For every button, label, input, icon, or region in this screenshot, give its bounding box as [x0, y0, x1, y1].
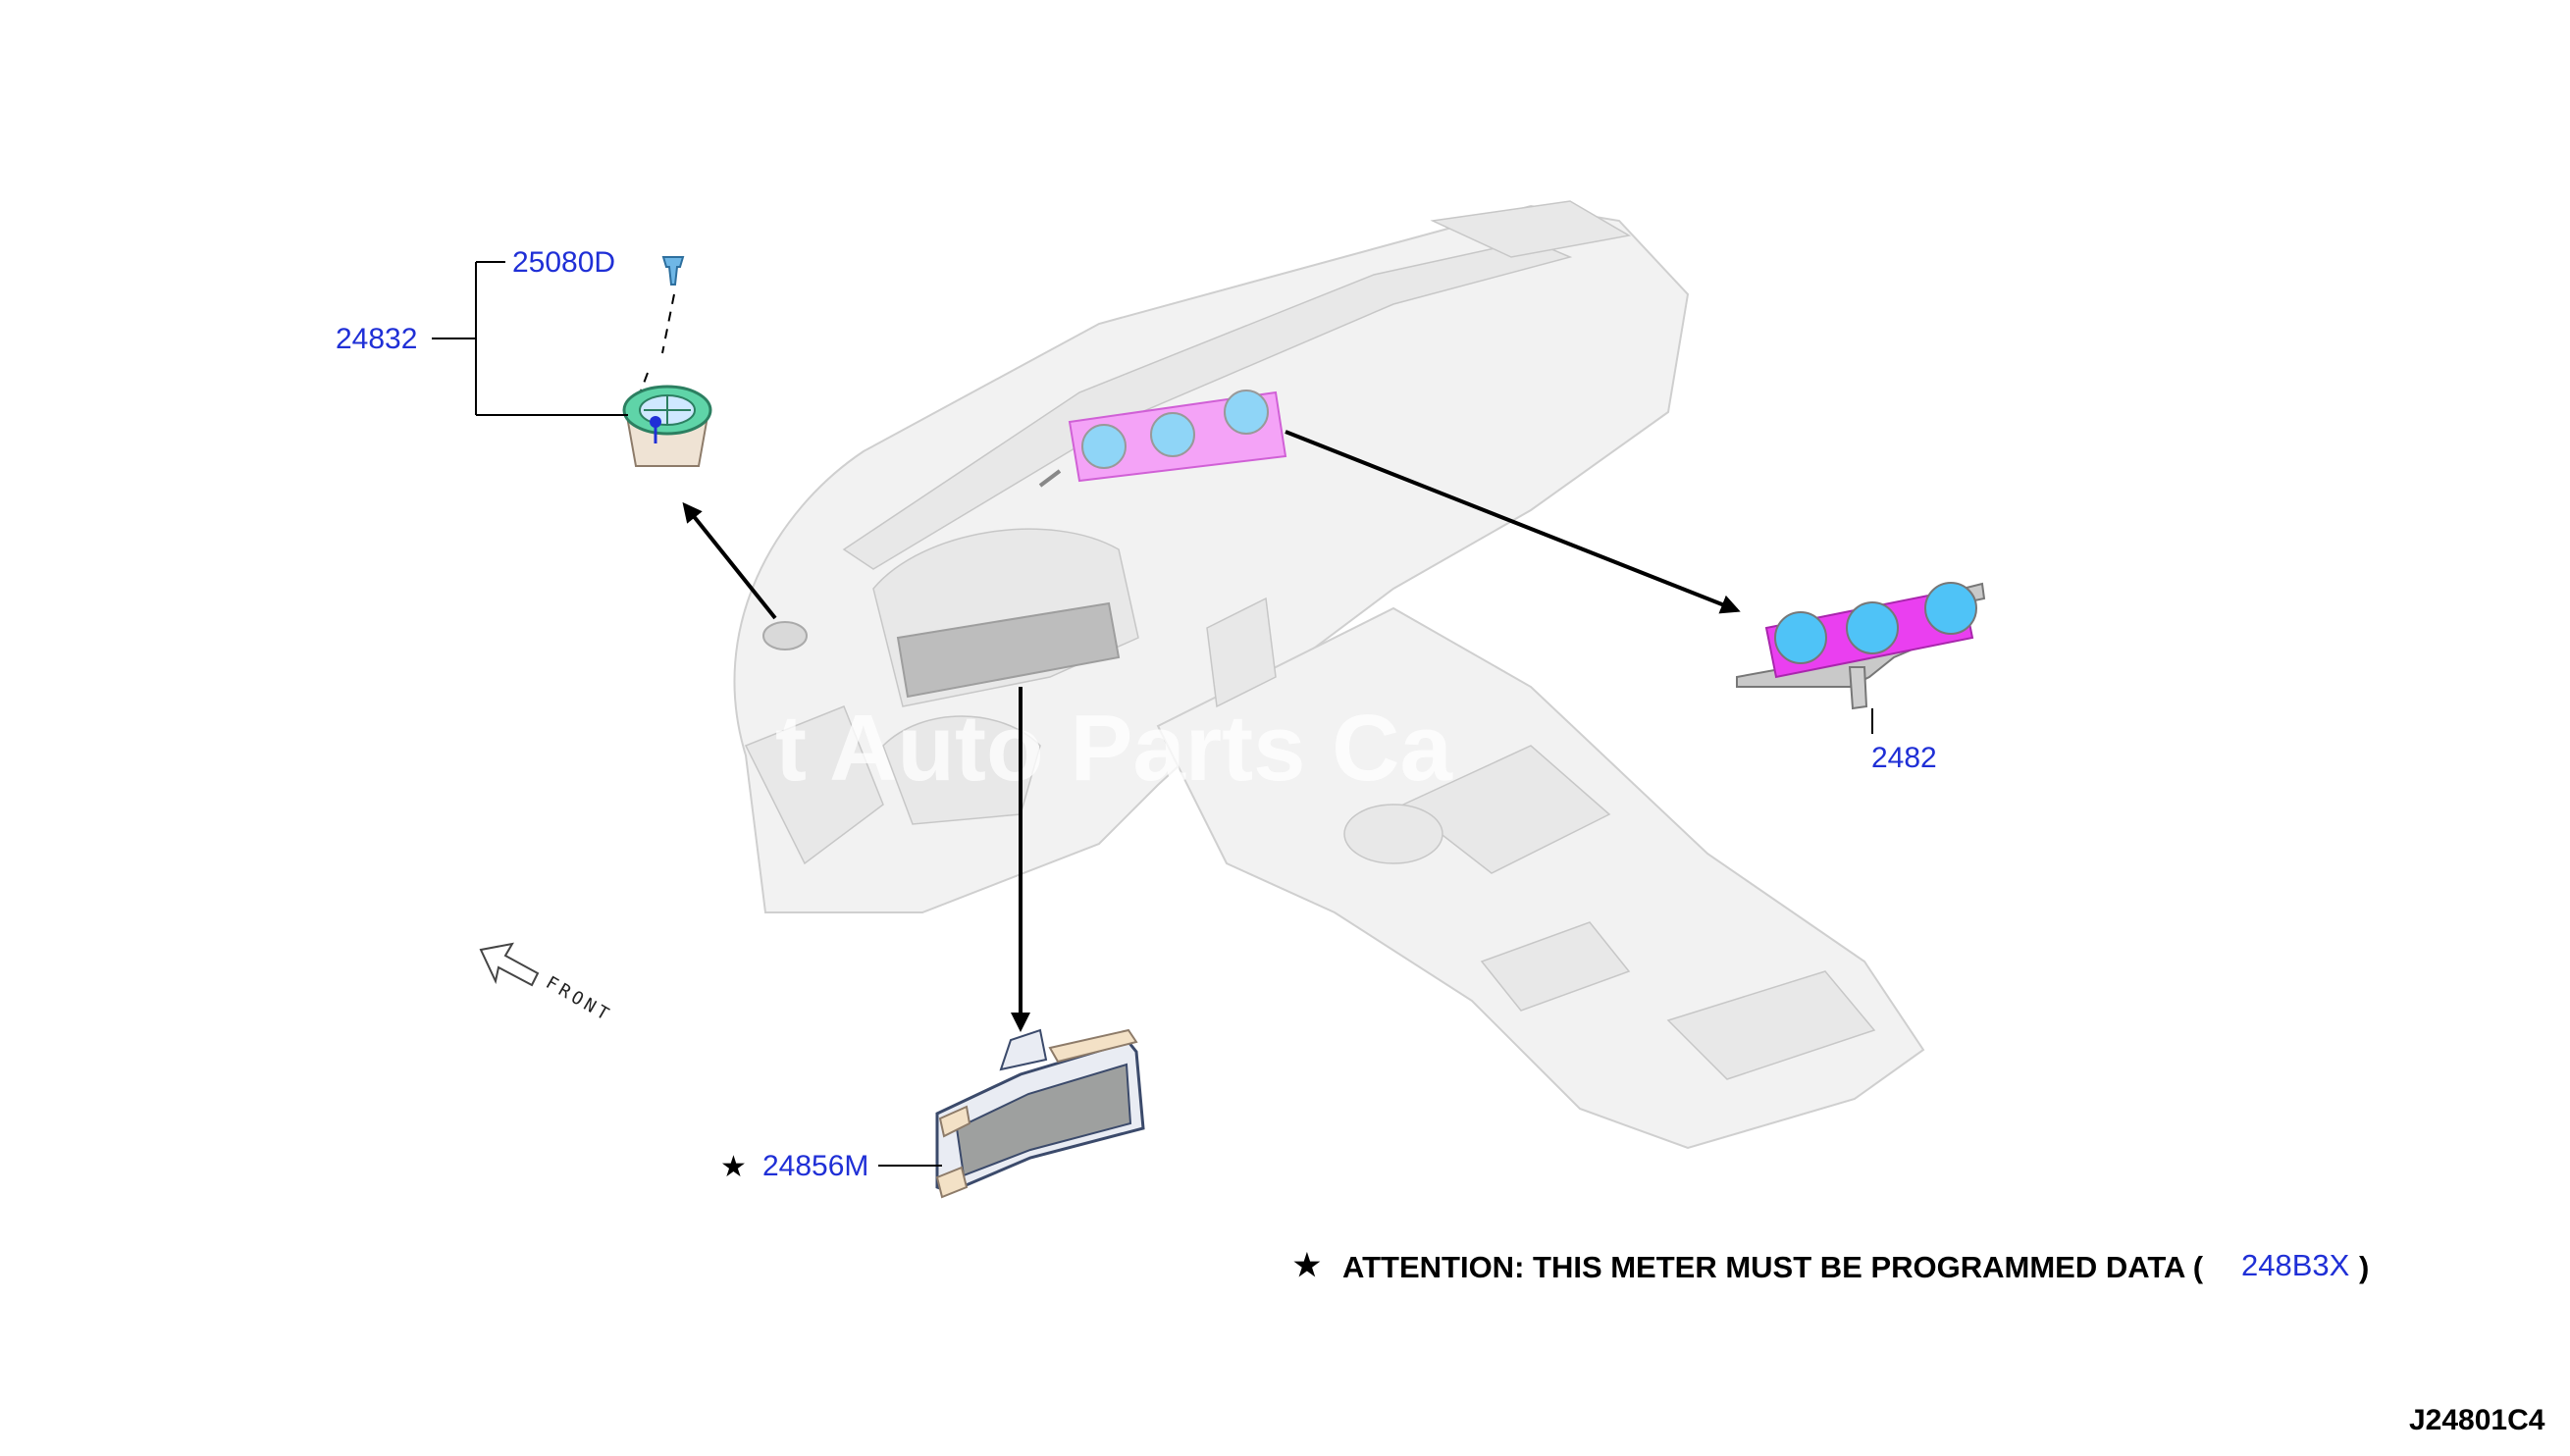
part-number-25080d[interactable]: 25080D	[512, 246, 615, 279]
arrow-to-gauge-panel	[1285, 430, 1741, 614]
meter-star-marker: ★	[720, 1151, 747, 1183]
gauge-panel-part	[1736, 582, 1986, 710]
attention-note: ★ ATTENTION: THIS METER MUST BE PROGRAMM…	[1293, 1248, 2369, 1284]
diagram-code: J24801C4	[2409, 1404, 2545, 1436]
part-number-2482[interactable]: 2482	[1871, 742, 1937, 774]
attention-text: ATTENTION: THIS METER MUST BE PROGRAMMED…	[1342, 1250, 2204, 1284]
gauge-panel-in-dash	[1038, 390, 1287, 488]
meter-cluster-part	[935, 1028, 1145, 1199]
clip-part	[661, 256, 685, 286]
vent-assembly-part	[622, 256, 712, 467]
arrow-to-vent	[682, 501, 777, 620]
front-indicator: FRONT	[479, 942, 616, 1026]
attention-close-paren: )	[2359, 1250, 2369, 1284]
front-arrow-icon	[479, 942, 540, 987]
watermark: t Auto Parts Ca	[775, 696, 1452, 801]
front-label: FRONT	[543, 972, 616, 1026]
vent-leader-lines	[432, 261, 628, 416]
part-number-24856m[interactable]: 24856M	[762, 1150, 868, 1182]
attention-star-marker: ★	[1293, 1248, 1321, 1282]
part-number-24832[interactable]: 24832	[336, 323, 417, 355]
dashboard-ghost	[733, 200, 1925, 1150]
attention-part-code[interactable]: 248B3X	[2241, 1248, 2350, 1282]
